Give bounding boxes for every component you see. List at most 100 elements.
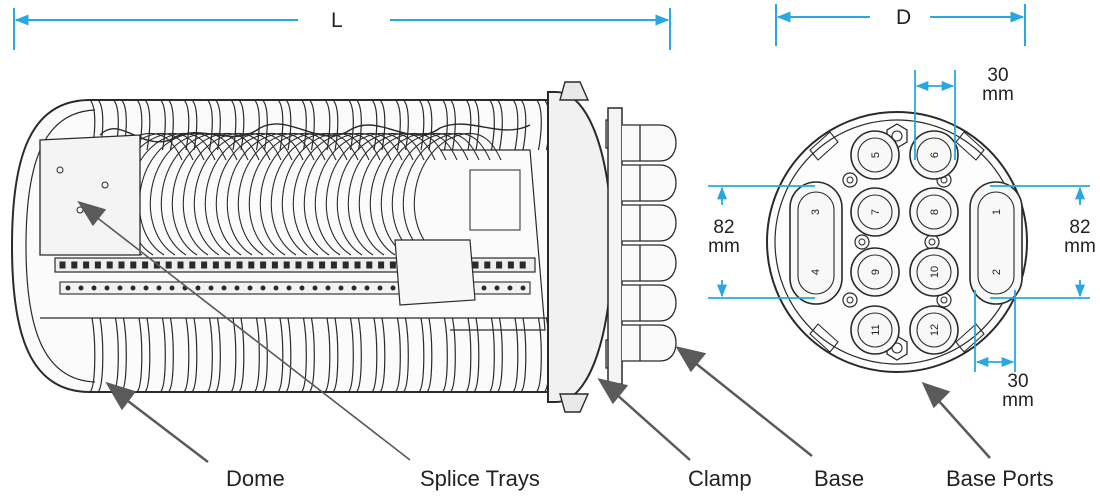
rail-hole	[520, 285, 526, 291]
port-spacing-bottom-unit: mm	[1002, 390, 1034, 411]
base-plate	[607, 107, 623, 385]
dome-body	[10, 99, 576, 393]
rail-hole	[325, 285, 331, 291]
port-number-12: 12	[929, 324, 941, 336]
rail-hole	[165, 261, 172, 269]
dome-rib	[355, 317, 362, 393]
dome-rib	[465, 317, 472, 393]
dome-rib	[168, 99, 174, 151]
splice-tray	[325, 132, 414, 256]
splice-tray	[369, 132, 458, 256]
dome-rib	[183, 317, 190, 393]
rail-hole	[351, 285, 357, 291]
rail-hole	[295, 261, 302, 269]
dome-rib	[379, 99, 386, 151]
dome-rib	[465, 99, 472, 151]
rail-hole	[390, 285, 396, 291]
dome-rib	[261, 317, 268, 393]
splice-tray	[160, 132, 249, 256]
port-tube	[622, 244, 677, 282]
screw-center	[940, 296, 948, 304]
oval-height-right	[990, 185, 1090, 299]
dome-arrow	[105, 381, 209, 463]
oval-height-left-unit: mm	[708, 236, 740, 257]
rail-hole	[330, 261, 337, 269]
diameter-label: D	[896, 6, 912, 29]
dome-rib	[347, 317, 354, 393]
dome-ribs-bottom	[40, 317, 560, 393]
splice-tray	[149, 132, 238, 256]
oval-height-right-label: 82 mm	[1052, 218, 1100, 256]
dome-rib	[253, 317, 260, 393]
rail-hole	[59, 261, 66, 269]
dome-rib	[394, 317, 401, 393]
rail-hole	[130, 285, 136, 291]
splice-tray	[138, 132, 227, 256]
base-port-tubes	[622, 124, 677, 362]
splice-trays-label: Splice Trays	[420, 466, 540, 491]
round-port-inner	[916, 254, 952, 290]
splice-tray	[380, 132, 469, 256]
dome-rib	[442, 99, 448, 151]
port-tube	[622, 284, 677, 322]
dome-rib	[418, 99, 425, 151]
dome-rib	[496, 317, 503, 393]
splice-tray	[182, 132, 271, 256]
port-number-10: 10	[929, 266, 941, 278]
rail-hole	[247, 285, 253, 291]
dome-rib	[426, 317, 433, 393]
dome-rib	[520, 99, 527, 151]
dome-rib	[89, 317, 96, 393]
rail-hole	[212, 261, 219, 269]
rail-hole	[201, 261, 208, 269]
dome-rib	[144, 99, 151, 151]
round-port-inner	[857, 194, 893, 230]
dome-rib	[206, 317, 213, 393]
clamp-label: Clamp	[688, 466, 752, 491]
dome-rib	[473, 99, 480, 151]
dome-rib	[136, 317, 143, 393]
screw	[842, 172, 858, 188]
splice-tray	[303, 132, 392, 256]
rail-hole	[177, 261, 184, 269]
rail-hole	[286, 285, 292, 291]
port-number-5: 5	[870, 152, 882, 158]
port-number-3: 3	[810, 209, 822, 215]
dome-rib	[238, 317, 245, 393]
splice-tray	[204, 132, 293, 256]
rail-hole	[94, 261, 101, 269]
rail-hole	[494, 285, 500, 291]
round-port-inner	[916, 312, 952, 348]
dome-rib	[488, 317, 495, 393]
rail-hole	[236, 261, 243, 269]
dome-rib	[497, 99, 503, 151]
rail-hole	[271, 261, 278, 269]
dome-rib	[449, 317, 456, 393]
rail-hole	[389, 261, 396, 269]
dome-rib	[512, 317, 519, 393]
rail-hole	[83, 261, 90, 269]
dome-rib	[441, 317, 448, 393]
dome-rib	[379, 317, 386, 393]
port-number-2: 2	[991, 269, 1003, 275]
rail-hole	[338, 285, 344, 291]
splice-tray	[248, 132, 337, 256]
splice-tray	[193, 132, 282, 256]
splice-tray	[237, 132, 326, 256]
oval-port-left	[789, 181, 843, 305]
dome-rib	[520, 317, 527, 393]
length-label: L	[331, 9, 343, 32]
dome-rib	[348, 99, 354, 151]
dome-rib	[450, 99, 456, 151]
oval-height-left-label: 82 mm	[696, 218, 752, 256]
dome-rib	[324, 99, 331, 151]
round-port-inner	[916, 194, 952, 230]
splice-tray	[281, 132, 370, 256]
port-spacing-top-unit: mm	[982, 84, 1014, 105]
base-label: Base	[814, 466, 865, 491]
round-ports	[850, 130, 959, 355]
diameter-dimension	[775, 4, 1026, 46]
oval-height-right-value: 82	[1069, 217, 1091, 238]
clamp-ring	[547, 91, 614, 403]
